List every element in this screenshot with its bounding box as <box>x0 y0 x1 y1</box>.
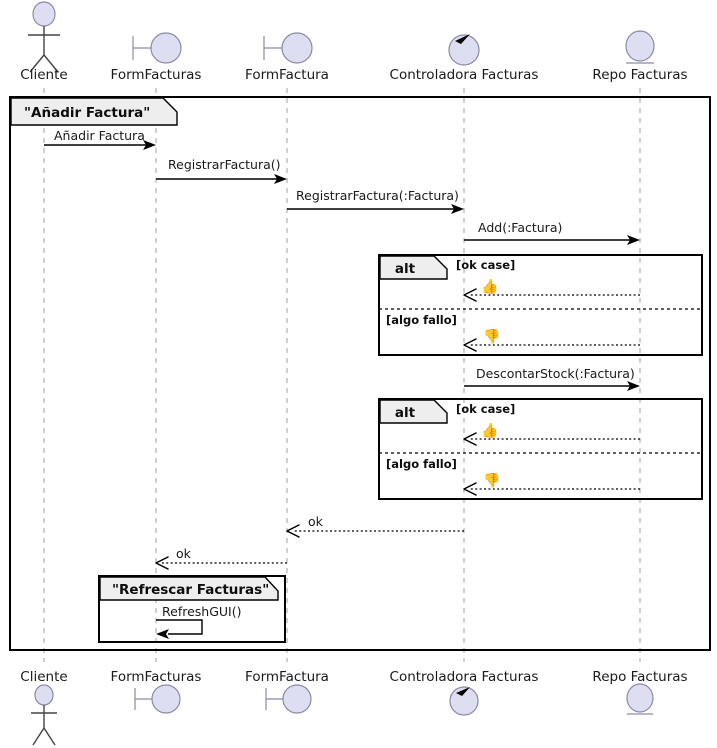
message-label: Añadir Factura <box>54 128 145 143</box>
inner-frame-refrescar-facturas: "Refrescar Facturas" RefreshGUI() <box>98 575 286 643</box>
entity-circle-icon <box>626 683 654 713</box>
fragment-alt-1: alt [ok case] 👍 [algo fallo] 👎 <box>378 254 703 356</box>
control-circle-icon <box>448 34 480 66</box>
message-label-thumbs-down-icon: 👎 <box>483 472 500 489</box>
message-registrarfactura-factura[interactable]: RegistrarFactura(:Factura) <box>287 188 464 214</box>
message-label: Add(:Factura) <box>478 220 562 235</box>
participant-label-formfacturas: FormFacturas <box>111 67 202 83</box>
boundary-circle-icon <box>150 32 182 64</box>
self-message-arrowhead <box>156 629 169 639</box>
participant-header-controladora[interactable]: Controladora Facturas <box>390 34 539 83</box>
inner-frame-tab <box>99 576 279 601</box>
participant-footer-repo[interactable]: Repo Facturas <box>592 669 688 715</box>
participant-header-formfactura[interactable]: FormFactura <box>245 32 329 83</box>
return-message-arrowhead <box>155 556 169 570</box>
outer-frame-tab <box>10 97 178 126</box>
self-message-label: RefreshGUI() <box>162 604 241 619</box>
participant-label-cliente: Cliente <box>20 669 67 685</box>
outer-frame-border <box>9 96 711 651</box>
actor-head-icon <box>34 684 54 706</box>
participant-header-cliente[interactable]: Cliente <box>20 1 68 83</box>
actor-leg-right-icon <box>43 727 56 746</box>
actor-leg-left-icon <box>29 54 45 73</box>
message-label: DescontarStock(:Factura) <box>476 366 635 381</box>
message-label: ok <box>176 546 192 561</box>
participant-header-formfacturas[interactable]: FormFacturas <box>111 32 202 83</box>
message-arrowhead <box>451 204 464 214</box>
fragment-guard-ok: [ok case] <box>456 402 515 416</box>
boundary-circle-icon <box>282 684 312 714</box>
participant-label-cliente: Cliente <box>20 67 67 83</box>
participant-label-formfacturas: FormFacturas <box>111 669 202 685</box>
outer-frame-anadir-factura: "Añadir Factura" <box>9 96 711 651</box>
message-ok-formfactura-formfacturas[interactable]: ok <box>155 546 287 570</box>
return-message-arrowhead <box>463 288 477 302</box>
message-anadir-factura[interactable]: Añadir Factura <box>44 128 156 150</box>
fragment-guard-fallo: [algo fallo] <box>386 457 457 471</box>
control-arrow-icon <box>456 687 470 696</box>
return-message-arrowhead <box>463 338 477 352</box>
message-arrowhead <box>627 235 640 245</box>
boundary-circle-icon <box>281 32 313 64</box>
participant-footer-formfacturas[interactable]: FormFacturas <box>111 669 202 714</box>
message-label: RegistrarFactura(:Factura) <box>296 188 459 203</box>
participant-footer-formfactura[interactable]: FormFactura <box>245 669 329 714</box>
message-arrowhead <box>143 140 156 150</box>
participant-label-controladora: Controladora Facturas <box>390 669 539 685</box>
return-message-arrowhead <box>463 432 477 446</box>
message-label-thumbs-up-icon: 👍 <box>481 278 498 295</box>
message-label-thumbs-up-icon: 👍 <box>481 422 498 439</box>
participant-footer-cliente[interactable]: Cliente <box>20 669 68 746</box>
fragment-guard-ok: [ok case] <box>456 258 515 272</box>
fragment-guard-fallo: [algo fallo] <box>386 313 457 327</box>
fragment-operator-label: alt <box>395 261 416 277</box>
fragment-operator-tab <box>379 399 448 424</box>
actor-head-icon <box>32 1 56 27</box>
message-descontarstock[interactable]: DescontarStock(:Factura) <box>464 366 640 391</box>
fragment-border <box>378 254 703 356</box>
participant-footer-controladora[interactable]: Controladora Facturas <box>390 669 539 716</box>
message-registrarfactura[interactable]: RegistrarFactura() <box>156 157 287 184</box>
participant-header-repo[interactable]: Repo Facturas <box>592 30 688 83</box>
outer-frame-title: "Añadir Factura" <box>24 105 150 121</box>
participant-label-controladora: Controladora Facturas <box>390 67 539 83</box>
boundary-circle-icon <box>151 684 181 714</box>
control-circle-icon <box>449 686 479 716</box>
message-arrowhead <box>627 381 640 391</box>
message-ok-controladora-formfactura[interactable]: ok <box>286 514 464 538</box>
return-message-arrowhead <box>286 524 300 538</box>
message-label: ok <box>308 514 324 529</box>
participant-label-repo: Repo Facturas <box>592 669 687 685</box>
fragment-operator-label: alt <box>395 405 416 421</box>
participant-label-repo: Repo Facturas <box>592 67 687 83</box>
return-message-arrowhead <box>463 482 477 496</box>
message-arrowhead <box>274 174 287 184</box>
message-label-thumbs-down-icon: 👎 <box>483 328 500 345</box>
entity-circle-icon <box>625 30 655 62</box>
inner-frame-title: "Refrescar Facturas" <box>112 582 269 598</box>
inner-frame-border <box>98 575 286 643</box>
message-add-factura[interactable]: Add(:Factura) <box>464 220 640 245</box>
self-message-loop <box>156 619 203 635</box>
fragment-border <box>378 398 703 500</box>
control-arrow-icon <box>455 34 470 44</box>
participant-label-formfactura: FormFactura <box>245 67 329 83</box>
participant-label-formfactura: FormFactura <box>245 669 329 685</box>
actor-leg-left-icon <box>32 727 45 746</box>
actor-leg-right-icon <box>43 54 59 73</box>
fragment-operator-tab <box>379 255 448 280</box>
fragment-alt-2: alt [ok case] 👍 [algo fallo] 👎 <box>378 398 703 500</box>
message-label: RegistrarFactura() <box>168 157 281 172</box>
